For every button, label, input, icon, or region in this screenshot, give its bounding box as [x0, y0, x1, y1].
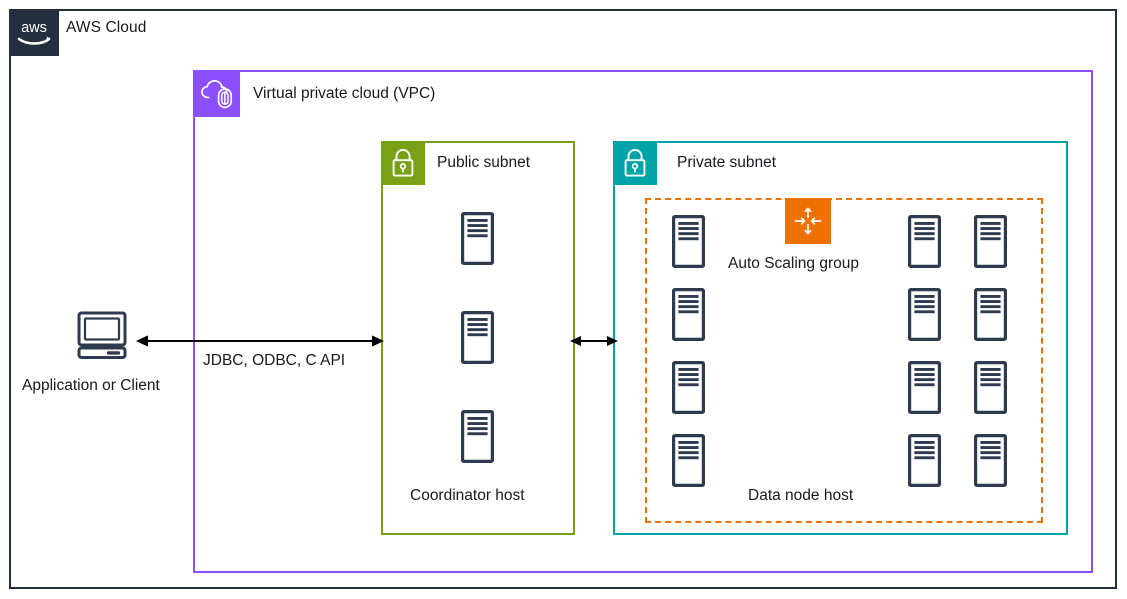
- server-rack-icon-datanode-2: [908, 215, 941, 268]
- server-rack-icon-datanode-5: [908, 288, 941, 341]
- lock-icon-private: [613, 141, 657, 185]
- server-rack-icon-datanode-1: [672, 215, 705, 268]
- server-rack-icon-datanode-4: [672, 288, 705, 341]
- server-rack-icon-datanode-10: [672, 434, 705, 487]
- coordinator-host-caption: Coordinator host: [410, 487, 525, 504]
- server-rack-icon-coordinator-2: [461, 311, 494, 364]
- server-rack-icon-datanode-7: [672, 361, 705, 414]
- server-rack-icon-coordinator-1: [461, 212, 494, 265]
- public-subnet-boundary: [381, 141, 575, 535]
- server-rack-icon-datanode-8: [908, 361, 941, 414]
- data-node-host-caption: Data node host: [748, 487, 854, 504]
- auto-scaling-group-boundary: [645, 198, 1043, 523]
- vpc-label: Virtual private cloud (VPC): [253, 85, 436, 102]
- public-to-private-subnet-arrow: [570, 332, 618, 350]
- svg-text:aws: aws: [21, 20, 47, 36]
- server-rack-icon-datanode-6: [974, 288, 1007, 341]
- server-rack-icon-datanode-9: [974, 361, 1007, 414]
- server-rack-icon-coordinator-3: [461, 410, 494, 463]
- auto-scaling-icon: [785, 198, 831, 244]
- lock-icon-public: [381, 141, 425, 185]
- desktop-computer-icon: [74, 311, 130, 359]
- aws-cloud-label: AWS Cloud: [66, 19, 147, 36]
- auto-scaling-group-label: Auto Scaling group: [728, 255, 859, 272]
- private-subnet-label: Private subnet: [677, 154, 777, 171]
- server-rack-icon-datanode-12: [974, 434, 1007, 487]
- server-rack-icon-datanode-3: [974, 215, 1007, 268]
- aws-logo-icon: aws: [9, 9, 59, 56]
- client-to-public-subnet-arrow: [136, 330, 384, 352]
- protocol-label: JDBC, ODBC, C API: [203, 352, 346, 369]
- client-caption: Application or Client: [22, 377, 160, 394]
- server-rack-icon-datanode-11: [908, 434, 941, 487]
- public-subnet-label: Public subnet: [437, 154, 531, 171]
- vpc-cloud-icon: [193, 70, 240, 117]
- vpc-boundary: [193, 70, 1093, 573]
- private-subnet-boundary: [613, 141, 1068, 535]
